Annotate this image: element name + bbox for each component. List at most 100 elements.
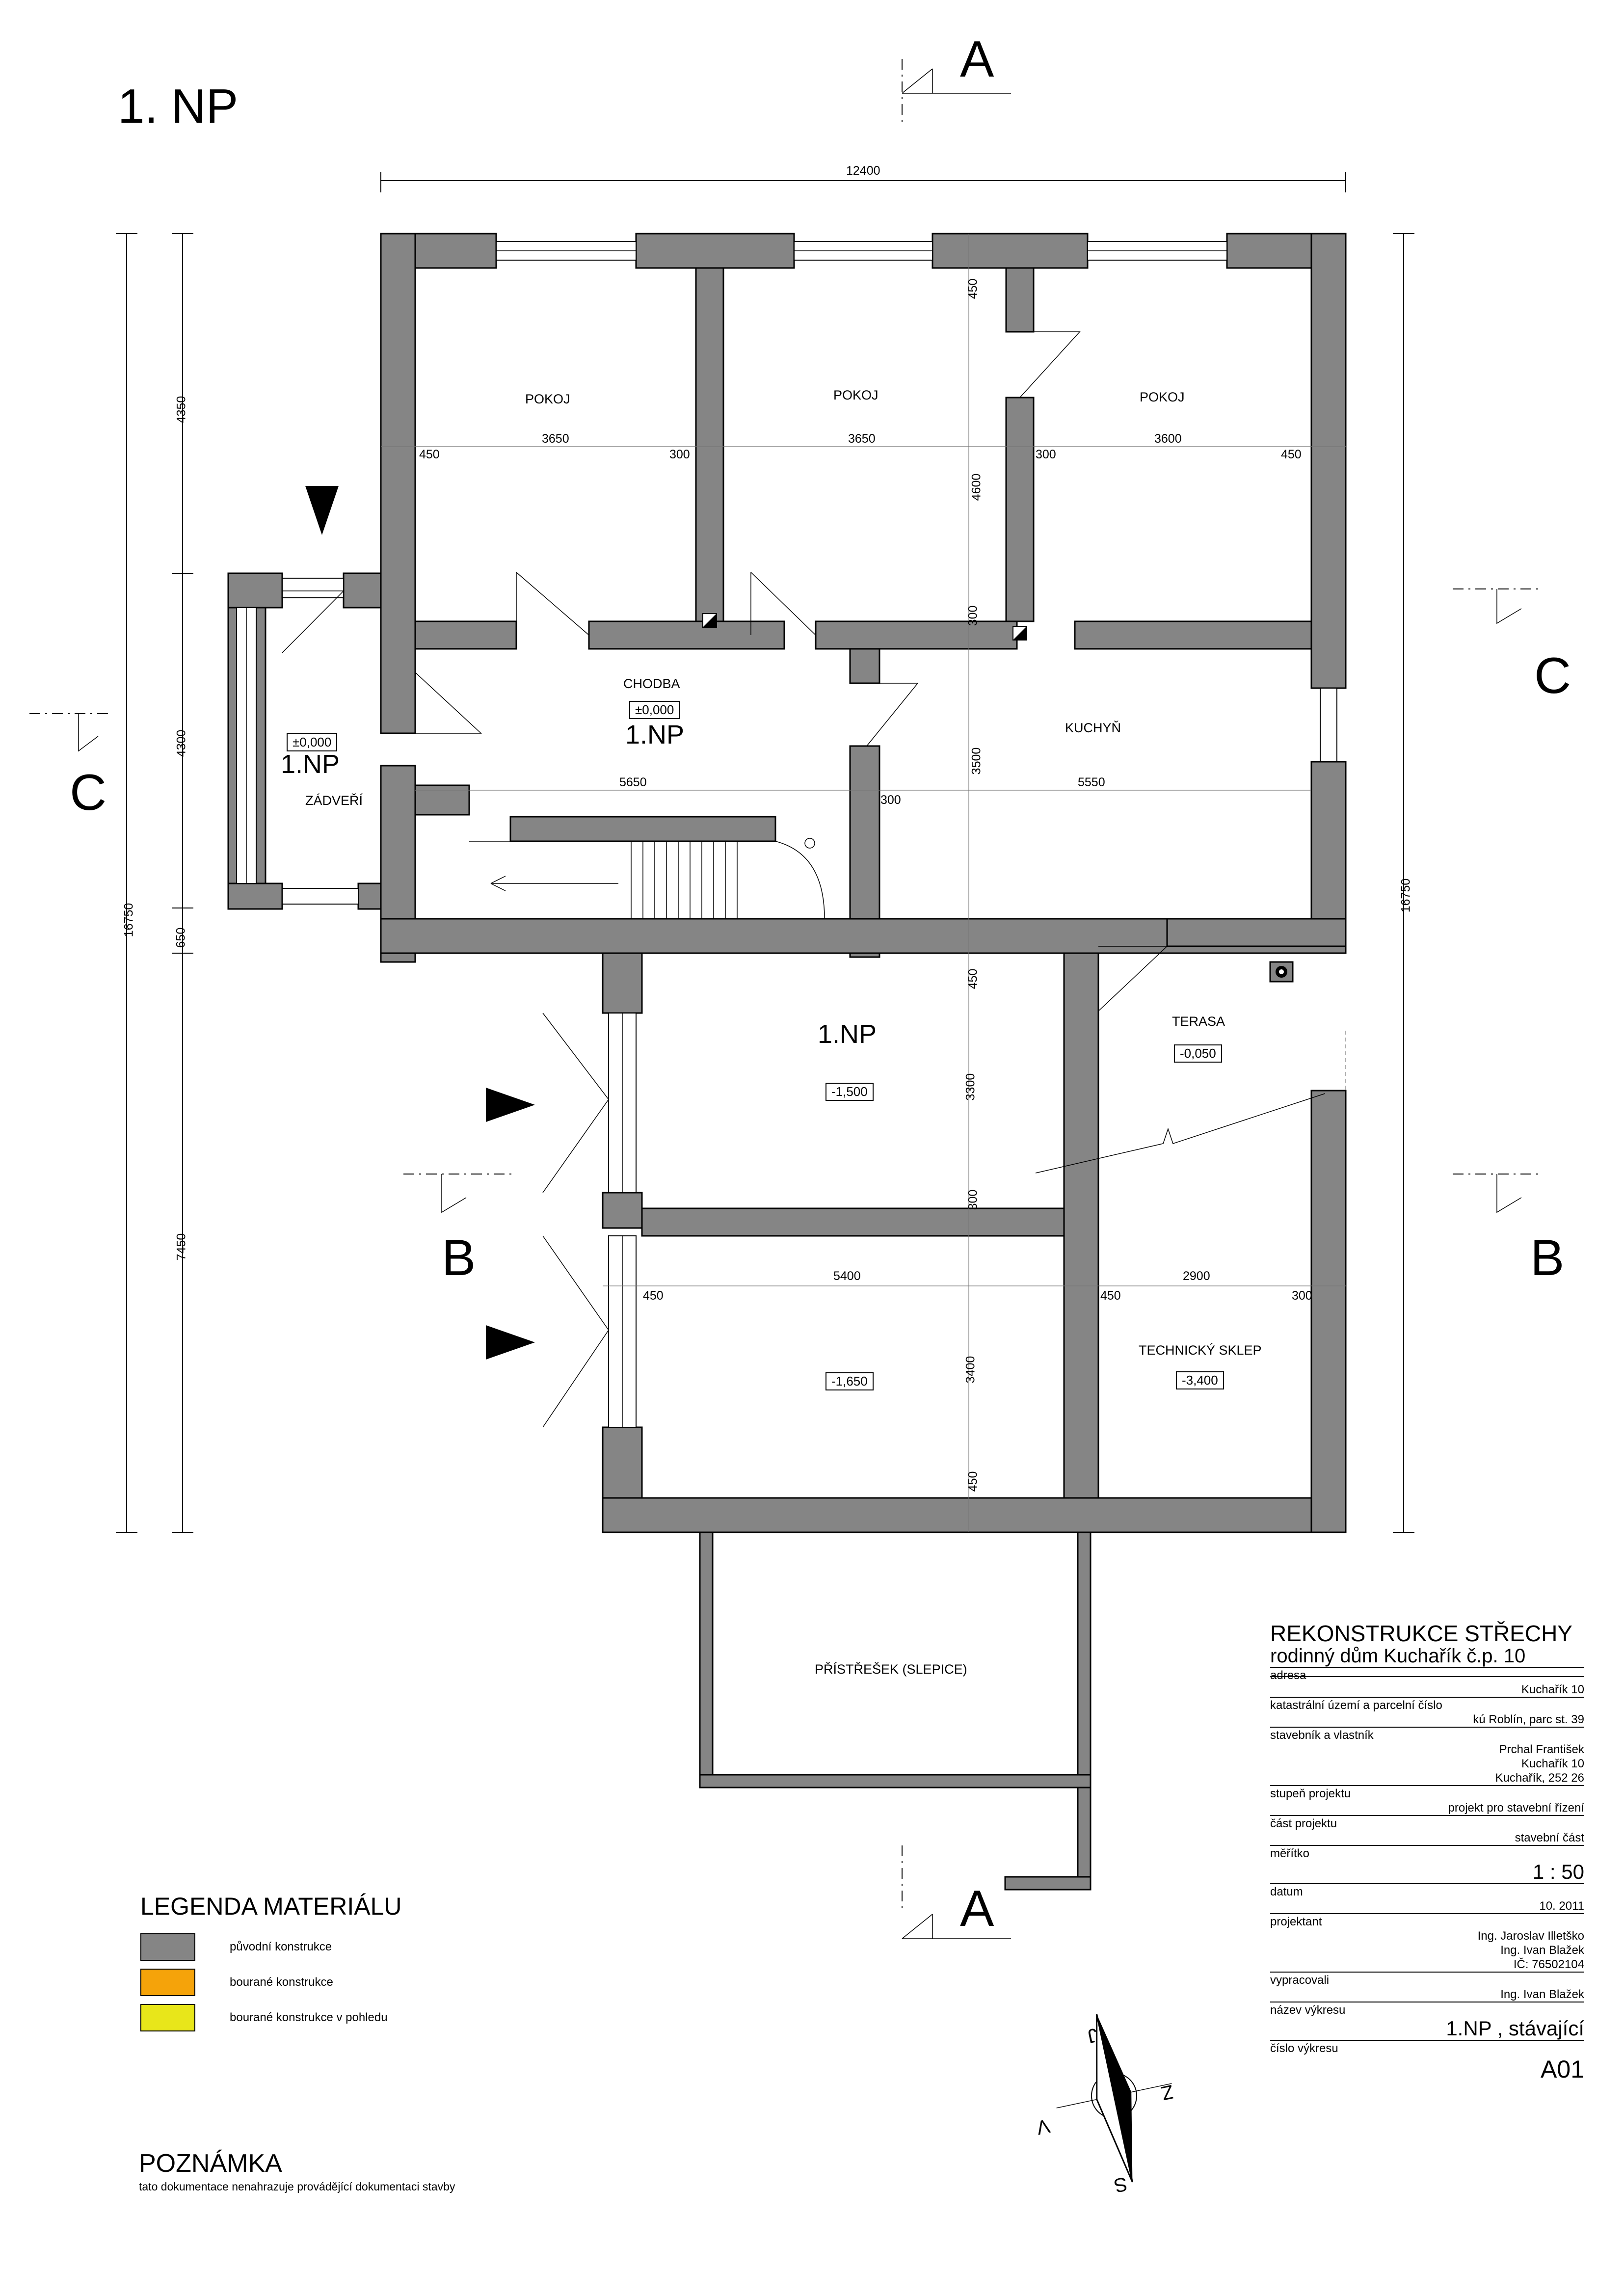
wall-int-1	[695, 267, 724, 622]
door-swings	[282, 331, 1168, 1428]
dim-upper-3: 300	[669, 448, 690, 461]
wall-vest-n	[227, 572, 283, 609]
wall-shelter-s	[699, 1774, 1092, 1789]
wall-corr-n1	[414, 620, 517, 650]
staircase	[469, 838, 825, 919]
wall-cellar-south	[602, 1497, 1347, 1533]
dim-lower-1: 450	[643, 1289, 664, 1303]
dim-upper-7: 450	[1281, 448, 1302, 461]
dim-corr-2: 300	[880, 793, 901, 807]
level-chodba: ±0,000	[629, 701, 680, 719]
dim-v-7: 300	[966, 1189, 980, 1210]
section-mark-b-right: B	[1530, 1229, 1565, 1286]
title-block-row-value: Kuchařík, 252 26	[1495, 1771, 1584, 1785]
dim-upper-2: 3650	[542, 432, 569, 446]
entrance-arrows	[305, 486, 535, 1360]
chimney-marks	[702, 613, 1027, 641]
level-cellar-2: -1,650	[825, 1372, 874, 1390]
wall-vest-s	[227, 882, 283, 910]
wall-shelter-tail	[1004, 1876, 1092, 1891]
dim-overall-width: 12400	[846, 164, 880, 178]
dim-lower-3: 450	[1100, 1289, 1121, 1303]
wall-stair-a	[414, 784, 470, 816]
dim-corr-1: 5650	[619, 775, 647, 789]
section-mark-a-top: A	[960, 31, 994, 88]
legend-item: bourané konstrukce v pohledu	[140, 2004, 402, 2039]
level-technicky-sklep: -3,400	[1176, 1371, 1224, 1389]
wall-corr-n4	[1074, 620, 1312, 650]
wall-cellar-nw	[602, 952, 643, 1014]
dim-lower-2: 5400	[833, 1269, 861, 1283]
dim-left-4: 7450	[174, 1233, 188, 1261]
room-label-kuchyn: KUCHYŇ	[1065, 721, 1121, 735]
title-block-row-value: 1 : 50	[1532, 1860, 1584, 1883]
wall-shelter-e	[1077, 1531, 1092, 1891]
wall-sklep-east	[1310, 1090, 1347, 1533]
entry-arrow-top	[305, 486, 339, 535]
legend-swatch	[140, 2004, 195, 2031]
title-block-row-label: část projektu	[1270, 1817, 1337, 1830]
dim-v-9: 450	[966, 1471, 980, 1492]
dim-v-4: 3500	[969, 747, 984, 775]
section-mark-c-left: C	[70, 764, 107, 821]
legend-label: bourané konstrukce v pohledu	[230, 2011, 388, 2024]
title-block: REKONSTRUKCE STŘECHY rodinný dům Kuchaří…	[1270, 1622, 1584, 2083]
legend-label: původní konstrukce	[230, 1940, 332, 1953]
wall-vest-se	[357, 882, 382, 910]
sheet-title: 1. NP	[118, 79, 239, 133]
note-title: POZNÁMKA	[139, 2149, 282, 2178]
entry-arrow-2	[486, 1325, 535, 1360]
title-block-row-label: vypracovali	[1270, 1974, 1330, 1987]
level-cellar-1: -1,500	[825, 1083, 874, 1101]
wall-west-upper	[380, 233, 416, 734]
note-text: tato dokumentace nenahrazuje provádějící…	[139, 2180, 455, 2193]
title-block-row-value: 10. 2011	[1539, 1899, 1584, 1913]
section-mark-a-bottom: A	[960, 1880, 994, 1937]
floor-label-cellar-1: 1.NP	[818, 1019, 877, 1049]
title-block-object: rodinný dům Kuchařík č.p. 10	[1270, 1645, 1526, 1667]
dim-overall-height: 16750	[122, 903, 136, 937]
dim-left-3: 650	[174, 927, 188, 948]
title-block-row-value: Ing. Jaroslav Illetško	[1477, 1929, 1584, 1943]
title-block-row-value: IČ: 76502104	[1513, 1958, 1584, 1971]
wall-terasa-n	[1166, 918, 1347, 947]
wall-north-3	[932, 233, 1089, 269]
wall-shelter-w	[699, 1531, 714, 1789]
title-block-row-value: Ing. Ivan Blažek	[1500, 1944, 1584, 1957]
wall-vest-ne	[343, 572, 382, 609]
note-block: POZNÁMKA tato dokumentace nenahrazuje pr…	[139, 2149, 455, 2193]
title-block-row-label: název výkresu	[1270, 2003, 1346, 2017]
dim-lower-4: 2900	[1183, 1269, 1210, 1283]
title-block-row-value: Prchal František	[1499, 1743, 1584, 1756]
room-label-zadveri: ZÁDVEŘÍ	[305, 793, 363, 808]
title-block-row-label: stupeň projektu	[1270, 1787, 1351, 1800]
dim-left-1: 4350	[174, 396, 188, 424]
room-label-pristresek: PŘÍSTŘEŠEK (SLEPICE)	[815, 1662, 967, 1677]
dim-overall-height-right: 16750	[1399, 878, 1413, 913]
section-mark-c-right: C	[1534, 647, 1571, 704]
dim-upper-6: 3600	[1154, 432, 1182, 446]
compass-rose	[1056, 2014, 1172, 2183]
dim-v-5: 450	[966, 968, 980, 989]
legend-swatch	[140, 1969, 195, 1996]
room-label-terasa: TERASA	[1172, 1014, 1225, 1029]
dim-corr-3: 5550	[1078, 775, 1105, 789]
dim-left-2: 4300	[174, 729, 188, 757]
title-block-row-label: projektant	[1270, 1915, 1322, 1928]
title-block-row-value: A01	[1541, 2056, 1584, 2083]
legend-title: LEGENDA MATERIÁLU	[140, 1893, 402, 1920]
title-block-row-value: 1.NP , stávající	[1446, 2017, 1584, 2040]
room-label-chodba: CHODBA	[623, 676, 680, 691]
windows	[236, 241, 1337, 1428]
wall-int-2b	[1005, 397, 1035, 622]
entry-arrow-1	[486, 1088, 535, 1122]
